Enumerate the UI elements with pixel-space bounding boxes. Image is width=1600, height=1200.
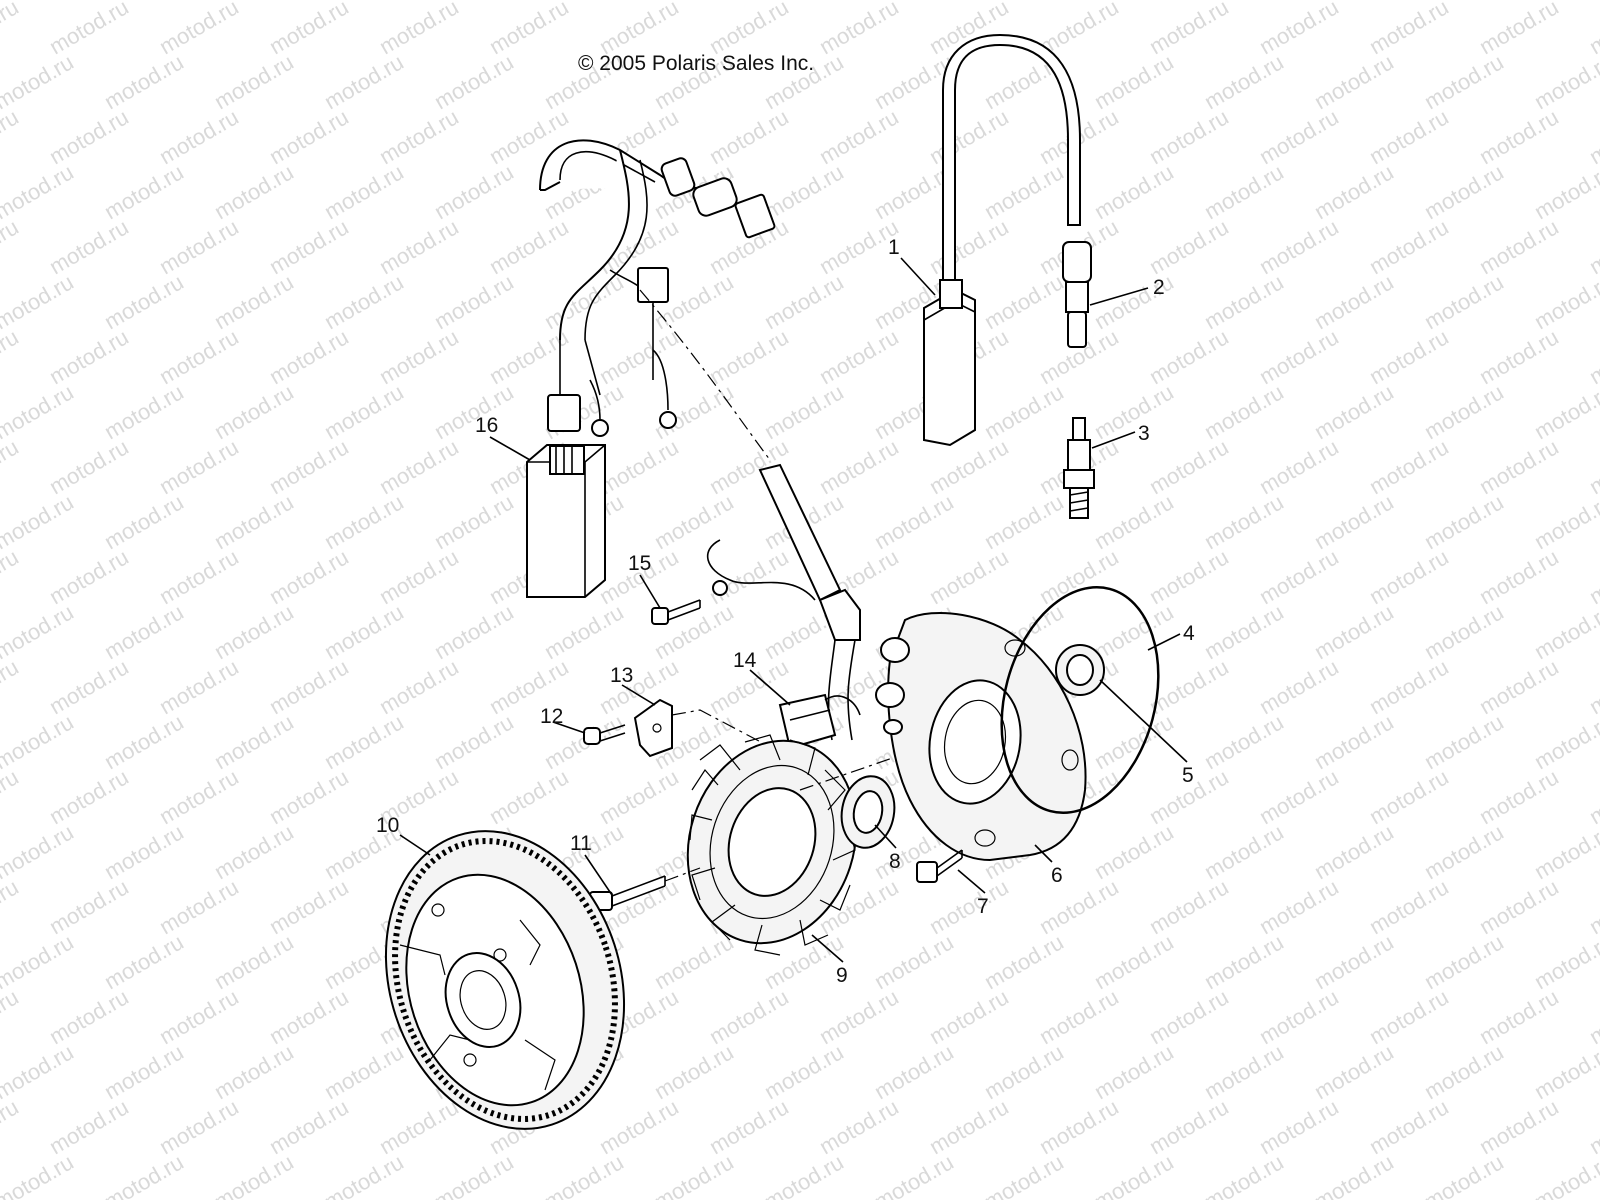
stator-lead — [706, 463, 861, 741]
spark-plug-cap — [1062, 241, 1092, 348]
stator-plate — [875, 611, 1087, 862]
bolt-7 — [916, 849, 963, 883]
cdi-box — [526, 444, 606, 598]
callout-labels: 1 2 3 4 5 6 7 8 9 10 11 12 13 14 15 16 — [376, 236, 1195, 987]
callout-9: 9 — [836, 964, 848, 987]
bushing — [1055, 644, 1105, 696]
callout-1: 1 — [888, 236, 900, 259]
screw-15 — [651, 599, 701, 625]
callout-2: 2 — [1153, 276, 1165, 299]
callout-16: 16 — [475, 414, 498, 437]
callout-3: 3 — [1138, 422, 1150, 445]
bracket-13 — [633, 698, 673, 758]
callout-8: 8 — [889, 850, 901, 873]
ignition-coil — [923, 33, 1081, 447]
leader-lines — [399, 257, 1188, 963]
callout-10: 10 — [376, 814, 399, 837]
screw-12 — [583, 724, 626, 745]
copyright-notice: © 2005 Polaris Sales Inc. — [578, 52, 815, 75]
callout-14: 14 — [733, 649, 757, 672]
spark-plug — [1063, 417, 1095, 519]
callout-5: 5 — [1182, 764, 1194, 787]
leader-dashed-harness — [639, 289, 771, 461]
callout-6: 6 — [1051, 864, 1063, 887]
oil-seal — [840, 775, 896, 849]
wiring-harness — [539, 139, 776, 437]
callout-11: 11 — [570, 832, 592, 855]
o-ring — [1000, 585, 1160, 815]
callout-7: 7 — [977, 895, 989, 918]
flywheel — [384, 830, 626, 1130]
bolt-11 — [589, 875, 666, 911]
stator — [686, 734, 858, 956]
leader-dashed-bolt — [664, 867, 701, 882]
callout-13: 13 — [610, 664, 633, 687]
callout-15: 15 — [628, 552, 651, 575]
callout-12: 12 — [540, 705, 563, 728]
pickup-coil — [778, 693, 861, 750]
callout-4: 4 — [1183, 622, 1195, 645]
